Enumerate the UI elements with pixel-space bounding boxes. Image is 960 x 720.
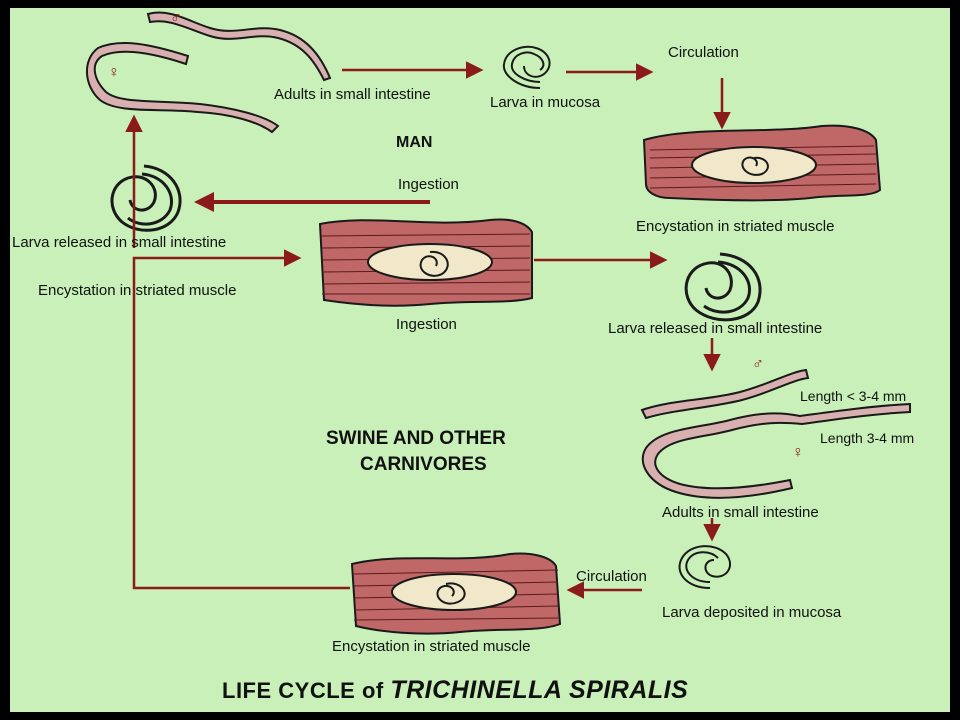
male-worm-top	[146, 11, 332, 82]
female-worm-right	[641, 402, 911, 499]
label-ingestion-top: Ingestion	[398, 176, 459, 193]
muscle-top-right	[642, 124, 882, 202]
label-length-female: Length 3-4 mm	[820, 430, 915, 446]
female-symbol-right: ♀	[792, 444, 804, 461]
male-symbol-right: ♂	[752, 356, 764, 373]
female-symbol-top: ♀	[108, 64, 120, 81]
larva-released-left	[110, 164, 182, 232]
label-larva-released-right: Larva released in small intestine	[608, 320, 823, 337]
adult-worms-right	[640, 368, 911, 499]
larva-released-right	[684, 252, 762, 322]
muscle-center	[318, 218, 533, 307]
cycle-arrows	[125, 61, 731, 599]
female-worm-top-a	[85, 42, 280, 134]
label-encyst-bottom: Encystation in striated muscle	[332, 638, 531, 655]
arrow-encyst-left-to-center	[132, 249, 302, 267]
label-larva-mucosa: Larva in mucosa	[490, 94, 601, 111]
label-encyst-top-right: Encystation in striated muscle	[636, 218, 835, 235]
life-cycle-artwork	[85, 11, 911, 635]
adult-worms-top	[85, 11, 332, 134]
label-encyst-left: Encystation in striated muscle	[38, 282, 237, 299]
larva-mucosa-top	[502, 45, 551, 89]
muscle-bottom	[350, 552, 562, 635]
diagram-title: LIFE CYCLE of TRICHINELLA SPIRALIS	[222, 676, 688, 705]
label-larva-released-left: Larva released in small intestine	[12, 234, 227, 251]
diagram-frame: ♂ ♀ Adults in small intestine Larva in m…	[10, 8, 950, 712]
label-larva-deposited: Larva deposited in mucosa	[662, 604, 842, 621]
label-swine-line2: CARNIVORES	[360, 454, 487, 475]
title-species: TRICHINELLA SPIRALIS	[390, 676, 689, 704]
label-circulation-top: Circulation	[668, 44, 739, 61]
label-man: MAN	[396, 134, 433, 151]
title-prefix: LIFE CYCLE of	[222, 678, 391, 703]
label-length-male: Length < 3-4 mm	[800, 388, 907, 404]
arrow-bottom-loop	[132, 266, 350, 590]
male-worm-right	[640, 368, 810, 420]
male-symbol-top: ♂	[170, 10, 182, 27]
label-adults-top: Adults in small intestine	[274, 86, 431, 103]
label-swine-line1: SWINE AND OTHER	[326, 428, 506, 449]
label-circulation-bottom: Circulation	[576, 568, 647, 585]
larva-deposited	[678, 545, 731, 589]
label-ingestion-center: Ingestion	[396, 316, 457, 333]
label-adults-right: Adults in small intestine	[662, 504, 819, 521]
